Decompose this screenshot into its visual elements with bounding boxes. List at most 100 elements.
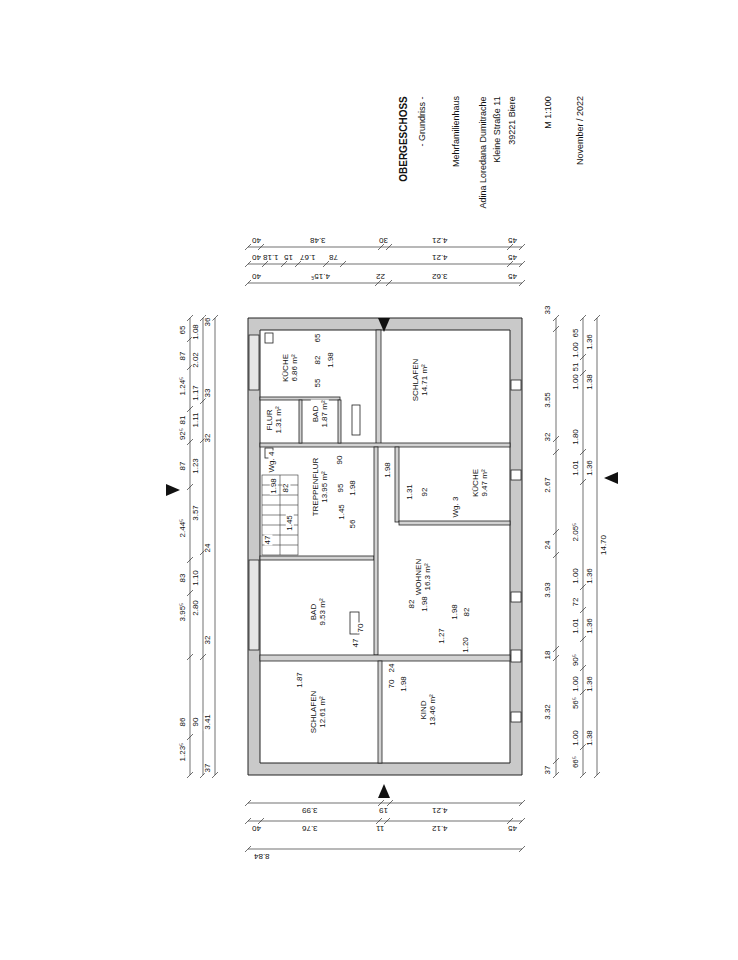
dimension-label: 3.99 [301, 806, 319, 814]
room-name: KÜCHE [281, 354, 290, 382]
dimension-label: 1.38 [586, 373, 594, 391]
dimension-label: 3.95⁵ [179, 602, 187, 623]
dimension-label: Wg. 4 [268, 451, 276, 474]
dimension-label: 19 [378, 806, 389, 814]
dimension-label: 82 [282, 483, 290, 494]
dimension-label: 45 [507, 272, 518, 280]
dimension-label: 33 [544, 305, 552, 316]
room: BAD9.53 m² [306, 594, 331, 630]
dimension-label: 1.36 [586, 567, 594, 585]
dimension-label: 3.55 [544, 391, 552, 409]
dimension-label: 1.00 [572, 729, 580, 747]
room-name: KIND [419, 694, 428, 726]
dimension-label: 95 [337, 483, 345, 494]
room-area: 13.46 m² [428, 694, 437, 726]
dimension-label: 3.62 [431, 272, 449, 280]
dimension-label: 92 [421, 487, 429, 498]
title-block-text: Adina Loredana Dumitrache [479, 95, 488, 209]
dimension-label: 1.98 [384, 461, 392, 479]
dimension-label: 82 [314, 355, 322, 366]
dimension-label: 2.67 [544, 476, 552, 494]
room-label: FLUR1.31 m² [265, 405, 283, 434]
section-markers [166, 318, 618, 798]
room-area: 14.71 m² [420, 359, 429, 402]
room-label: KIND13.46 m² [419, 693, 437, 727]
dimension-label: 82 [408, 599, 416, 610]
dimension-label: 78 [328, 253, 339, 261]
room: KÜCHE9.47 m² [468, 465, 493, 502]
room-label: KÜCHE6.86 m² [281, 353, 299, 383]
dimension-label: 66⁵ [572, 755, 580, 769]
dimension-label: 1.45 [338, 503, 346, 521]
title-block-text: Mehrfamilienhaus [452, 95, 461, 168]
dimension-label: 4.21 [431, 253, 449, 261]
dimension-label: 1.36 [586, 675, 594, 693]
dimension-lines [187, 244, 600, 852]
outer-wall [248, 318, 522, 775]
dimension-label: 1.45 [286, 514, 294, 532]
room-label: SCHLAFEN14.71 m² [411, 358, 429, 403]
title-block-text: Kleine Straße 11 [493, 95, 502, 163]
dimension-label: 4.12 [431, 824, 449, 832]
title-block-text: - Grundriss - [418, 95, 427, 147]
dimension-label: 65 [314, 333, 322, 344]
windows [249, 335, 521, 722]
room-label: BAD1.87 m² [311, 399, 329, 428]
room-name: KÜCHE [471, 469, 480, 497]
dimension-label: 2.44⁵ [179, 518, 187, 539]
dimension-label: 65 [572, 328, 580, 339]
dimension-label: 37 [544, 765, 552, 776]
dimension-label: 1.36 [586, 333, 594, 351]
room-area: 1.31 m² [274, 406, 283, 433]
stairs [262, 475, 298, 555]
dimension-label: 3.93 [544, 581, 552, 599]
dimension-label: 1.00 [572, 373, 580, 391]
dimension-label: 1.98 [451, 603, 459, 621]
interior-walls [260, 330, 510, 763]
dimension-label: 82 [463, 607, 471, 618]
dimension-label: 24 [544, 540, 552, 551]
dimension-label: 56⁵ [572, 696, 580, 710]
dimension-label: 22 [375, 272, 386, 280]
dimension-label: 1.01 [572, 459, 580, 477]
dimension-label: 87 [179, 351, 187, 362]
room-label: SCHLAFEN12.61 m² [309, 690, 327, 735]
dimension-label: 1.10 [192, 569, 200, 587]
dimension-label: 1.80 [572, 428, 580, 446]
room-name: SCHLAFEN [411, 359, 420, 402]
dimension-label: 33 [204, 388, 212, 399]
dimension-label: 1.87 [296, 671, 304, 689]
dimension-label: 1.23⁵ [179, 742, 187, 763]
dimension-label: 3.32 [544, 703, 552, 721]
dimension-label: 47 [352, 638, 360, 649]
dimension-label: 4.15⁵ [310, 272, 331, 280]
dimension-label: 86 [179, 717, 187, 728]
dimension-label: 15 [283, 253, 294, 261]
dimension-label: 2.05⁵ [572, 522, 580, 543]
dimension-label: 40 [251, 253, 262, 261]
room-area: 13.95 m² [320, 458, 329, 517]
dimension-label: 2.02 [192, 351, 200, 369]
room-name: WOHNEN [414, 559, 423, 595]
dimension-label: 3.57 [192, 504, 200, 522]
dimension-label: 32 [204, 433, 212, 444]
room-area: 16.3 m² [423, 559, 432, 595]
dimension-label: 1.20 [462, 636, 470, 654]
room: KÜCHE6.86 m² [278, 350, 303, 387]
title-block-text: November / 2022 [576, 95, 585, 166]
room-area: 6.86 m² [290, 354, 299, 382]
dimension-label: 1.98 [400, 675, 408, 693]
dimension-label: 1.98 [270, 477, 278, 495]
room-name: FLUR [265, 406, 274, 433]
dimension-label: 8.84 [253, 852, 271, 860]
room-label: TREPPENFLUR13.95 m² [311, 457, 329, 518]
dimension-label: 1.00 [572, 567, 580, 585]
dimension-label: 1.00 [572, 341, 580, 359]
dimension-label: 36 [204, 317, 212, 328]
dimension-label: 1.00 [572, 675, 580, 693]
dimension-label: 4.21 [431, 236, 449, 244]
dimension-label: 1.98 [327, 351, 335, 369]
dimension-label: 3.48 [309, 236, 327, 244]
